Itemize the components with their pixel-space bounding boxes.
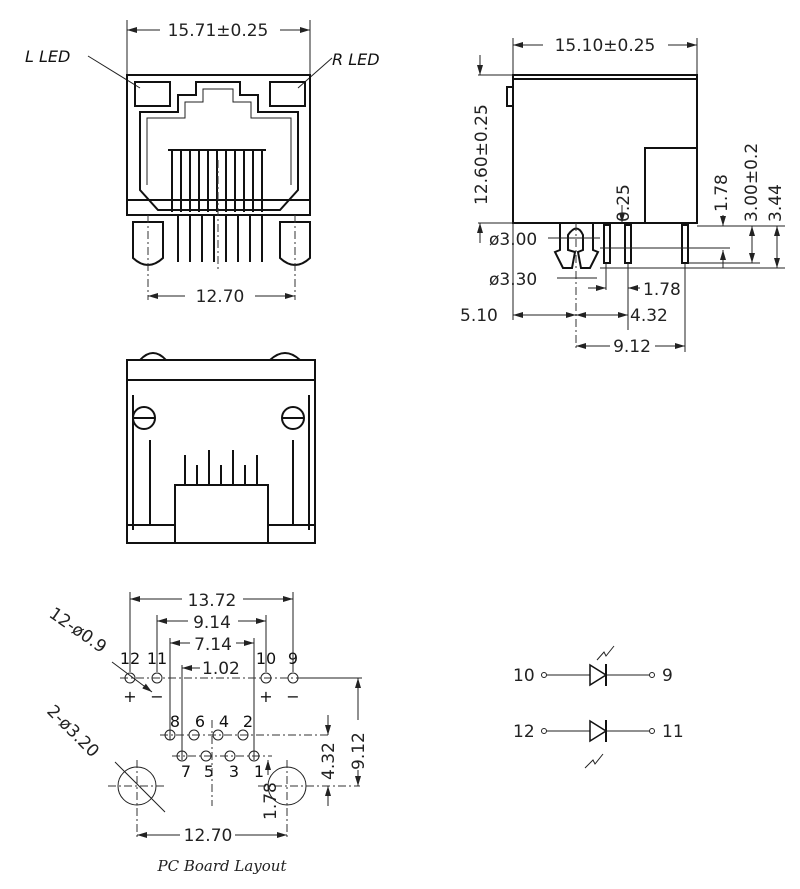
dim-9-12: 9.12 — [613, 337, 651, 357]
dim-0-25: 0.25 — [614, 184, 634, 222]
pin-label-5: 5 — [204, 762, 214, 781]
led1-left-pin: 10 — [513, 666, 535, 686]
mounting-holes — [108, 720, 360, 840]
front-view: 15.71±0.25 L LED R LED 12.70 — [25, 20, 380, 307]
front-pin-span-dim: 12.70 — [196, 287, 245, 307]
dim-7-14: 7.14 — [194, 635, 232, 655]
led-1: 10 9 — [513, 645, 673, 687]
dim-5-10: 5.10 — [460, 306, 498, 326]
dim-3-00: 3.00±0.2 — [742, 143, 762, 222]
right-led-label: R LED — [332, 50, 380, 69]
pcb-layout: 13.72 9.14 7.14 1.02 12-ø0.9 2-ø3.20 12 … — [42, 591, 369, 875]
small-hole-note: 12-ø0.9 — [45, 604, 110, 658]
polarity-10: + — [259, 687, 272, 706]
pcb-dim-1-78: 1.78 — [261, 782, 281, 820]
light-emission-icon — [584, 753, 604, 769]
led2-right-pin: 11 — [662, 722, 684, 742]
pin-label-1: 1 — [254, 762, 264, 781]
signal-holes: 8 6 4 2 7 5 3 1 — [160, 712, 330, 781]
diode-icon — [589, 663, 608, 687]
pin-label-10: 10 — [256, 649, 276, 668]
side-height-dim: 12.60±0.25 — [472, 104, 492, 205]
led1-right-pin: 9 — [662, 666, 673, 686]
pin-label-9: 9 — [288, 649, 298, 668]
pin-label-7: 7 — [181, 762, 191, 781]
polarity-11: − — [150, 687, 163, 706]
dim-1-78-v: 1.78 — [712, 174, 732, 212]
led2-left-pin: 12 — [513, 722, 535, 742]
right-led-window — [269, 81, 306, 107]
led-schematic: 10 9 12 11 — [513, 645, 684, 769]
dim-4-32: 4.32 — [630, 306, 668, 326]
light-emission-icon — [596, 645, 615, 661]
left-led-label: L LED — [25, 47, 70, 66]
front-width-dim: 15.71±0.25 — [168, 21, 269, 41]
big-hole-note: 2-ø3.20 — [42, 701, 102, 761]
side-view: 15.10±0.25 12.60±0.25 ø3.00 ø3.30 0.25 1… — [460, 36, 786, 357]
pin-label-2: 2 — [243, 712, 253, 731]
polarity-9: − — [286, 687, 299, 706]
left-led-window — [134, 81, 171, 107]
back-view — [126, 352, 316, 544]
dim-1-02: 1.02 — [202, 659, 240, 679]
diode-icon — [589, 719, 608, 743]
dim-12-70: 12.70 — [184, 826, 233, 846]
dim-13-72: 13.72 — [188, 591, 237, 611]
contacts — [168, 149, 266, 212]
dim-9-14: 9.14 — [193, 613, 231, 633]
pin-label-6: 6 — [195, 712, 205, 731]
pin-label-8: 8 — [170, 712, 180, 731]
pin-label-11: 11 — [147, 649, 167, 668]
pin-label-4: 4 — [219, 712, 229, 731]
pcb-dim-4-32: 4.32 — [319, 742, 339, 780]
pcb-dim-9-12: 9.12 — [349, 732, 369, 770]
dim-3-44: 3.44 — [766, 184, 786, 222]
dim-1-78-h: 1.78 — [643, 280, 681, 300]
led-holes: 12 11 10 9 + − + − — [120, 649, 305, 706]
led-2: 12 11 — [513, 719, 684, 769]
pin-label-12: 12 — [120, 649, 140, 668]
polarity-12: + — [123, 687, 136, 706]
pin-label-3: 3 — [229, 762, 239, 781]
pcb-layout-caption: PC Board Layout — [157, 857, 288, 875]
side-width-dim: 15.10±0.25 — [555, 36, 656, 56]
